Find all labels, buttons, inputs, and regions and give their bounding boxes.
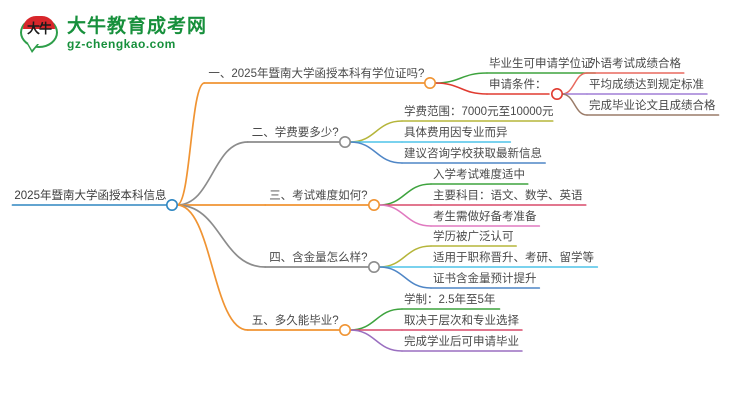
mindmap-branch-node-4[interactable]	[367, 260, 380, 273]
mindmap-leaf-label: 申请条件：	[489, 79, 547, 91]
mindmap-subnode[interactable]	[550, 88, 563, 101]
mindmap-root-node[interactable]	[166, 199, 179, 212]
logo-title: 大牛教育成考网	[67, 16, 208, 37]
mindmap-branch-label-3: 三、考试难度如何?	[269, 190, 368, 202]
mindmap-leaf-label: 适用于职称晋升、考研、留学等	[433, 252, 594, 264]
mindmap-connector	[176, 204, 267, 268]
mindmap-connector	[434, 82, 488, 95]
mindmap-branch-node-1[interactable]	[423, 77, 436, 90]
mindmap-connector	[378, 204, 432, 227]
mindmap-leaf-label: 取决于层次和专业选择	[404, 315, 519, 327]
mindmap-branch-label-4: 四、含金量怎么样?	[269, 252, 368, 264]
mindmap-subleaf-label: 外语考试成绩合格	[589, 58, 681, 70]
mindmap-branch-node-5[interactable]	[338, 323, 351, 336]
mindmap-branch-node-2[interactable]	[338, 136, 351, 149]
mindmap-connector	[378, 266, 432, 289]
mindmap-leaf-label: 学历被广泛认可	[433, 231, 514, 243]
mindmap-connector	[176, 141, 249, 206]
mindmap-connector	[378, 245, 432, 268]
mindmap-connector	[176, 82, 206, 206]
logo-domain: gz-chengkao.com	[67, 37, 176, 51]
mindmap-subleaf-label: 平均成绩达到规定标准	[589, 79, 704, 91]
mindmap-leaf-label: 学费范围：7000元至10000元	[404, 106, 554, 118]
mindmap-connector	[434, 72, 488, 84]
logo-mark-text: 大牛	[26, 21, 52, 36]
mindmap-branch-label-1: 一、2025年暨南大学函授本科有学位证吗?	[208, 68, 425, 80]
mindmap-root-label: 2025年暨南大学函授本科信息	[14, 190, 167, 202]
logo-text-block: 大牛教育成考网 gz-chengkao.com	[67, 16, 207, 52]
mindmap-leaf-label: 完成学业后可申请毕业	[404, 336, 519, 348]
mindmap-leaf-label: 证书含金量预计提升	[433, 273, 537, 285]
mindmap-leaf-label: 考生需做好备考准备	[433, 211, 537, 223]
mindmap-leaf-label: 入学考试难度适中	[433, 169, 525, 181]
mindmap-connector	[349, 141, 403, 164]
mindmap-branch-node-3[interactable]	[367, 199, 380, 212]
mindmap-leaf-label: 毕业生可申请学位证	[489, 58, 593, 70]
mindmap-connector	[561, 72, 588, 95]
mindmap-connector	[349, 308, 403, 331]
logo-bubble-icon: 大牛	[18, 14, 60, 54]
mindmap-branch-label-2: 二、学费要多少?	[251, 127, 339, 139]
mindmap-leaf-label: 建议咨询学校获取最新信息	[404, 148, 542, 160]
mindmap-connector	[176, 204, 249, 331]
mindmap-branch-label-5: 五、多久能毕业?	[251, 315, 339, 327]
speech-bubble-tail-inner	[28, 43, 38, 50]
mindmap-leaf-label: 具体费用因专业而异	[404, 127, 508, 139]
mindmap-connector	[349, 329, 403, 352]
mindmap-leaf-label: 主要科目：语文、数学、英语	[433, 190, 583, 202]
mindmap-leaf-label: 学制：2.5年至5年	[404, 294, 496, 306]
mindmap-connector	[349, 120, 403, 143]
site-logo: 大牛 大牛教育成考网 gz-chengkao.com	[18, 10, 218, 58]
mindmap-connector	[561, 93, 588, 116]
mindmap-connector	[378, 183, 432, 206]
logo-red-arc	[23, 16, 55, 29]
mindmap-subleaf-label: 完成毕业论文且成绩合格	[589, 100, 716, 112]
